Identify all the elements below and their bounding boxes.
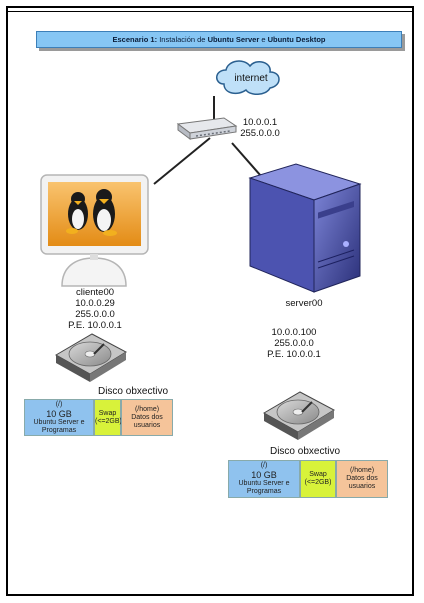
client-ip: 10.0.0.29: [75, 298, 115, 309]
server-address: 10.0.0.100 255.0.0.0 P.E. 10.0.0.1: [254, 327, 334, 360]
client-swap-title: Swap: [98, 409, 117, 417]
client-home-desc: Datos dos usuarios: [131, 413, 163, 429]
server-swap-size: (<=2GB): [304, 479, 332, 486]
router-mask: 255.0.0.0: [240, 128, 280, 139]
client-root-desc: Ubuntu Server e Programas: [33, 418, 85, 434]
client-disk-title: Disco obxectivo: [97, 386, 169, 397]
client-home-mount: (/home): [134, 405, 160, 413]
internet-label: internet: [234, 73, 268, 84]
banner-server: Ubuntu Server: [207, 35, 260, 44]
router-icon: [176, 117, 238, 140]
client-name: cliente00: [75, 287, 115, 298]
server-partition-table: (/) 10 GB Ubuntu Server e Programas Swap…: [228, 460, 388, 498]
banner-middle: Instalación de: [159, 35, 208, 44]
router-ip: 10.0.0.1: [242, 117, 278, 128]
client-partition-home: (/home) Datos dos usuarios: [121, 399, 173, 436]
server-gateway: P.E. 10.0.0.1: [267, 349, 321, 360]
banner-conj: e: [259, 35, 268, 44]
client-hard-disk-icon: [54, 333, 128, 382]
internet-cloud-icon: internet: [216, 60, 280, 95]
server-hard-disk-icon: [262, 391, 336, 440]
banner-desktop: Ubuntu Desktop: [267, 35, 326, 44]
client-partition-root: (/) 10 GB Ubuntu Server e Programas: [24, 399, 94, 436]
client-root-size: 10 GB: [46, 408, 72, 419]
top-rule: [6, 6, 414, 12]
server-partition-home: (/home) Datos dos usuarios: [336, 460, 388, 498]
server-home-desc: Datos dos usuarios: [346, 475, 378, 490]
client-labels: cliente00 10.0.0.29 255.0.0.0 P.E. 10.0.…: [55, 287, 135, 331]
client-gateway: P.E. 10.0.0.1: [68, 320, 122, 331]
scenario-banner: Escenario 1: Instalación de Ubuntu Serve…: [36, 31, 402, 48]
server-partition-swap: Swap (<=2GB): [300, 460, 336, 498]
server-root-desc: Ubuntu Server e Programas: [238, 480, 290, 495]
link-router-client: [153, 137, 211, 185]
server-ip: 10.0.0.100: [271, 327, 317, 338]
server-mask: 255.0.0.0: [274, 338, 314, 349]
router-address: 10.0.0.1 255.0.0.0: [230, 117, 290, 139]
server-home-mount: (/home): [349, 467, 375, 474]
server-root-size: 10 GB: [251, 470, 277, 480]
client-root-mount: (/): [55, 400, 63, 408]
client-partition-table: (/) 10 GB Ubuntu Server e Programas Swap…: [24, 399, 173, 436]
server-disk-title: Disco obxectivo: [269, 446, 341, 457]
server-swap-title: Swap: [309, 471, 327, 478]
server-root-mount: (/): [260, 462, 268, 469]
server-name: server00: [285, 298, 323, 309]
client-swap-size: (<=2GB): [95, 417, 122, 425]
client-partition-swap: Swap (<=2GB): [94, 399, 122, 436]
banner-prefix: Escenario 1:: [112, 35, 160, 44]
server-tower-icon: [248, 163, 362, 293]
server-partition-root: (/) 10 GB Ubuntu Server e Programas: [228, 460, 300, 498]
client-mask: 255.0.0.0: [75, 309, 115, 320]
client-computer-icon: [40, 174, 149, 287]
